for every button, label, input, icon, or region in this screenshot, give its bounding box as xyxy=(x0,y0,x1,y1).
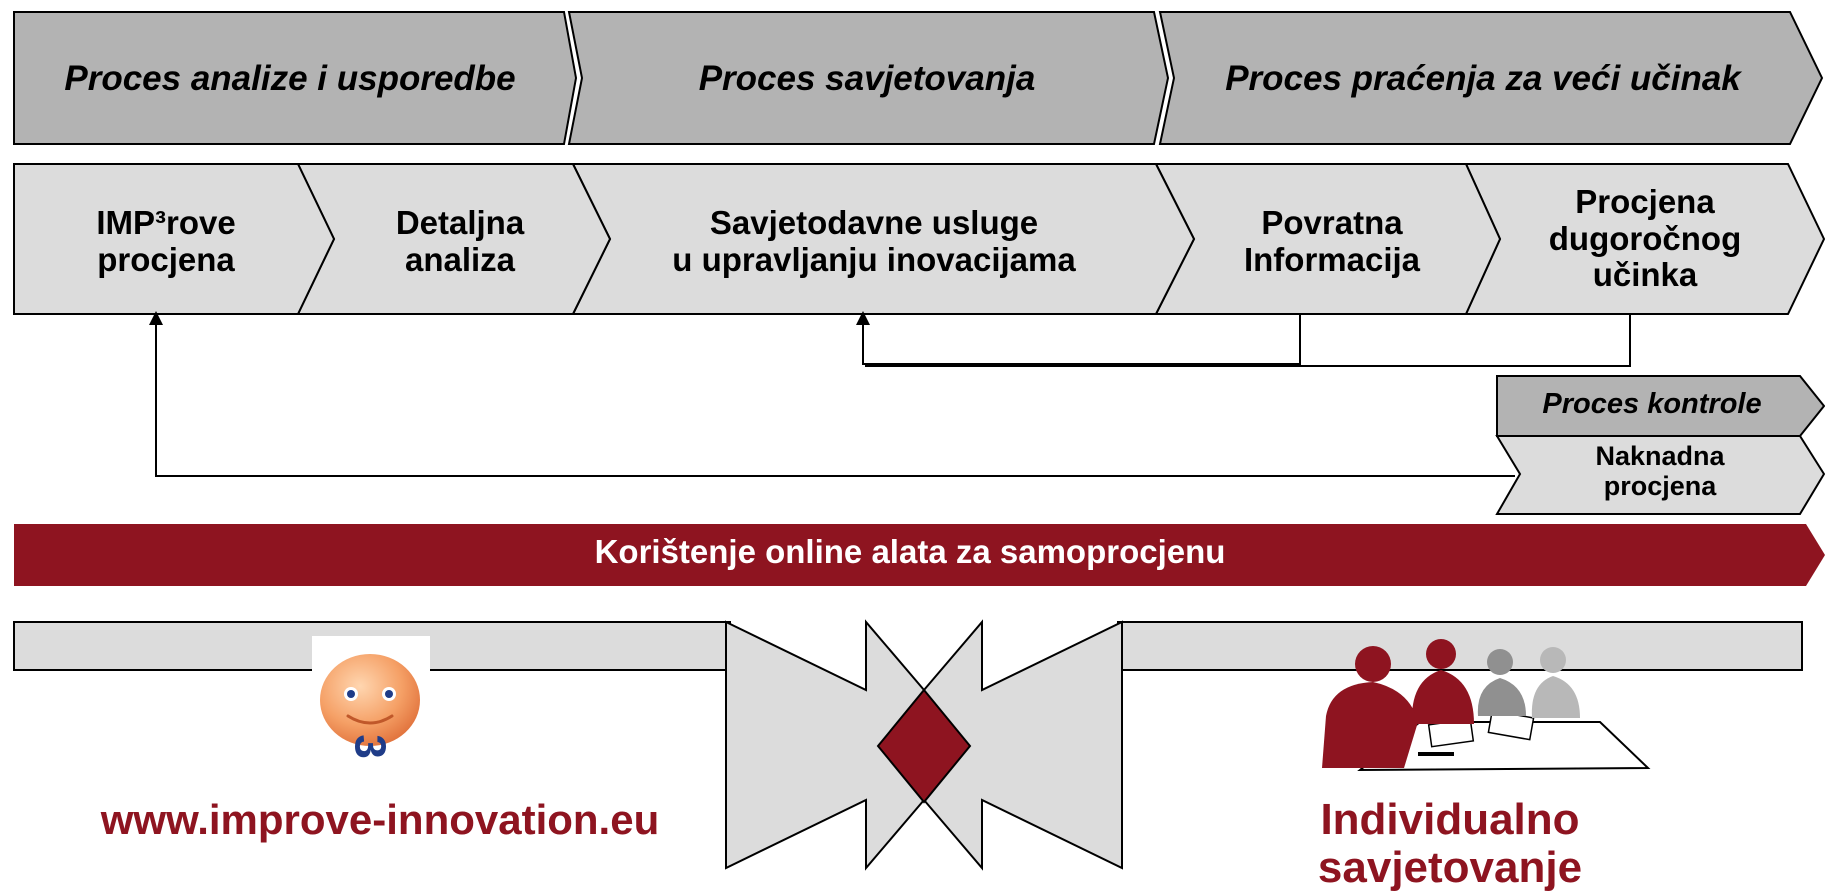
step-5-line-1: Procjena xyxy=(1575,182,1715,220)
step-4-line-1: Povratna xyxy=(1261,204,1403,242)
step-label-2: Detaljna analiza xyxy=(330,196,590,288)
feedback-line-procjena xyxy=(865,314,1631,367)
individual-consulting-line-1: Individualno xyxy=(1320,795,1580,844)
step-5-line-2: dugoročnog xyxy=(1548,219,1742,257)
control-step-label: Naknadna procjena xyxy=(1520,441,1800,501)
phase-label-monitoring: Proces praćenja za veći učinak xyxy=(1225,59,1741,99)
control-title-chevron xyxy=(1496,375,1825,437)
right-tool-bar xyxy=(1117,621,1803,671)
step-4-line-2: Informacija xyxy=(1243,241,1421,278)
meeting-people-icon xyxy=(1322,639,1651,772)
step-label-1: IMP³rove procjena xyxy=(24,196,308,288)
improve-mascot-icon xyxy=(312,636,430,768)
online-tools-banner-label: Korištenje online alata za samoprocjenu xyxy=(594,533,1226,570)
control-step-line-1: Naknadna xyxy=(1595,441,1725,471)
phase-label-consulting: Proces savjetovanja xyxy=(698,59,1036,99)
control-title: Proces kontrole xyxy=(1542,388,1762,420)
phase-chevron-monitoring xyxy=(1158,11,1824,145)
step-2-line-1: Detaljna xyxy=(395,204,525,242)
improve-logo-glyph: 3 xyxy=(345,734,395,759)
step-label-5: Procjena dugoročnog učinka xyxy=(1500,178,1790,300)
step-chevron-1 xyxy=(13,163,336,315)
phase-label-analysis: Proces analize i usporedbe xyxy=(64,59,516,99)
phase-chevron-analysis xyxy=(13,11,578,145)
online-tools-banner-shape xyxy=(14,524,1825,586)
feedback-arrow-naknadna xyxy=(149,311,1515,477)
step-label-3: Savjetodavne usluge u upravljanju inovac… xyxy=(614,196,1134,288)
step-5-line-3: učinka xyxy=(1592,256,1698,294)
step-2-line-2: analiza xyxy=(404,241,516,278)
control-step-chevron xyxy=(1495,435,1825,515)
individual-consulting-line-2: savjetovanje xyxy=(1317,842,1583,892)
step-label-4: Povratna Informacija xyxy=(1196,196,1468,288)
feedback-arrow-povratna xyxy=(856,311,1301,365)
bowtie-diamond xyxy=(876,688,972,804)
phase-chevron-consulting xyxy=(567,11,1170,145)
step-1-line-2: procjena xyxy=(97,241,235,278)
step-3-line-2: u upravljanju inovacijama xyxy=(672,241,1076,278)
control-step-line-2: procjena xyxy=(1603,470,1717,501)
improve-website-link[interactable]: www.improve-innovation.eu xyxy=(100,796,660,843)
step-3-line-1: Savjetodavne usluge xyxy=(709,204,1039,242)
step-1-line-1: IMP³rove xyxy=(96,204,236,242)
individual-consulting-label: Individualno savjetovanje xyxy=(1240,796,1660,891)
